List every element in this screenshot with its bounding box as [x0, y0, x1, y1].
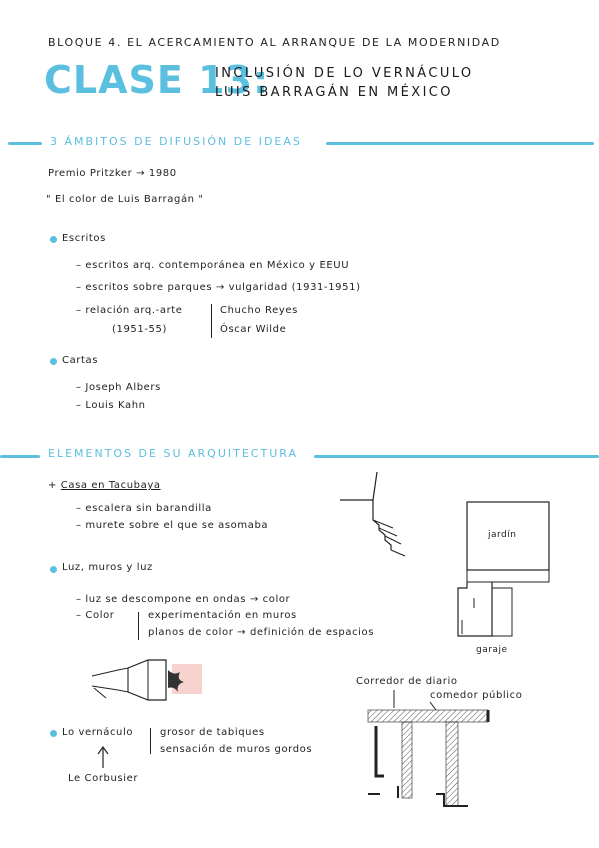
vernaculo-item: sensación de muros gordos: [160, 744, 313, 755]
bullet-dot: [50, 730, 57, 737]
vernaculo-label: Lo vernáculo: [62, 727, 134, 738]
section-rule-right: [314, 455, 599, 458]
cartas-label: Cartas: [62, 355, 99, 366]
escritos-item: – relación arq.-arte: [76, 305, 183, 316]
jardin-label: jardín: [488, 530, 517, 540]
divider-bar: [150, 728, 151, 754]
garaje-label: garaje: [476, 645, 508, 655]
cartas-item: – Louis Kahn: [76, 400, 146, 411]
luz-detail: planos de color → definición de espacios: [148, 627, 375, 638]
escritos-years: (1951-55): [112, 324, 167, 335]
luz-label: Luz, muros y luz: [62, 562, 153, 573]
cartas-item: – Joseph Albers: [76, 382, 161, 393]
comedor-label: comedor público: [430, 690, 523, 701]
section-rule-left: [0, 455, 40, 458]
section-rule-right: [326, 142, 594, 145]
escritos-item: – escritos arq. contemporánea en México …: [76, 260, 350, 271]
section-sketch: [367, 690, 490, 807]
subtitle-line-1: INCLUSIÓN DE LO VERNÁCULO: [215, 66, 474, 81]
light-wall-sketch: [91, 659, 202, 701]
bullet-dot: [50, 566, 57, 573]
escritos-item: – escritos sobre parques → vulgaridad (1…: [76, 282, 361, 293]
casa-plus: + Casa en Tacubaya: [48, 480, 161, 491]
vernaculo-item: grosor de tabiques: [160, 727, 265, 738]
luz-item: – luz se descompone en ondas → color: [76, 594, 291, 605]
class-title: CLASE 13:: [44, 58, 270, 102]
section-heading-elementos: ELEMENTOS DE SU ARQUITECTURA: [48, 447, 298, 460]
premio-pritzker: Premio Pritzker → 1980: [48, 168, 177, 179]
section-rule-left: [8, 142, 42, 145]
le-corbusier-label: Le Corbusier: [68, 773, 139, 784]
block-heading: BLOQUE 4. EL ACERCAMIENTO AL ARRANQUE DE…: [48, 36, 501, 49]
luz-detail: experimentación en muros: [148, 610, 297, 621]
subtitle-line-2: LUIS BARRAGÁN EN MÉXICO: [215, 85, 453, 100]
plan-sketch: [457, 501, 550, 637]
name-item: Chucho Reyes: [220, 305, 298, 316]
stair-sketch: [340, 471, 406, 557]
luz-item: – Color: [76, 610, 115, 621]
divider-bar: [211, 304, 212, 338]
casa-item: – escalera sin barandilla: [76, 503, 212, 514]
arrow-up-icon: [97, 745, 109, 768]
name-item: Óscar Wilde: [220, 324, 287, 335]
bullet-dot: [50, 358, 57, 365]
bullet-dot: [50, 236, 57, 243]
casa-item: – murete sobre el que se asomaba: [76, 520, 269, 531]
casa-label: Casa en Tacubaya: [60, 480, 161, 491]
escritos-label: Escritos: [62, 233, 106, 244]
corredor-label: Corredor de diario: [356, 676, 458, 687]
divider-bar: [138, 612, 139, 640]
quote-color: " El color de Luis Barragán ": [46, 194, 204, 205]
section-heading-difusion: 3 ÁMBITOS DE DIFUSIÓN DE IDEAS: [50, 135, 302, 148]
